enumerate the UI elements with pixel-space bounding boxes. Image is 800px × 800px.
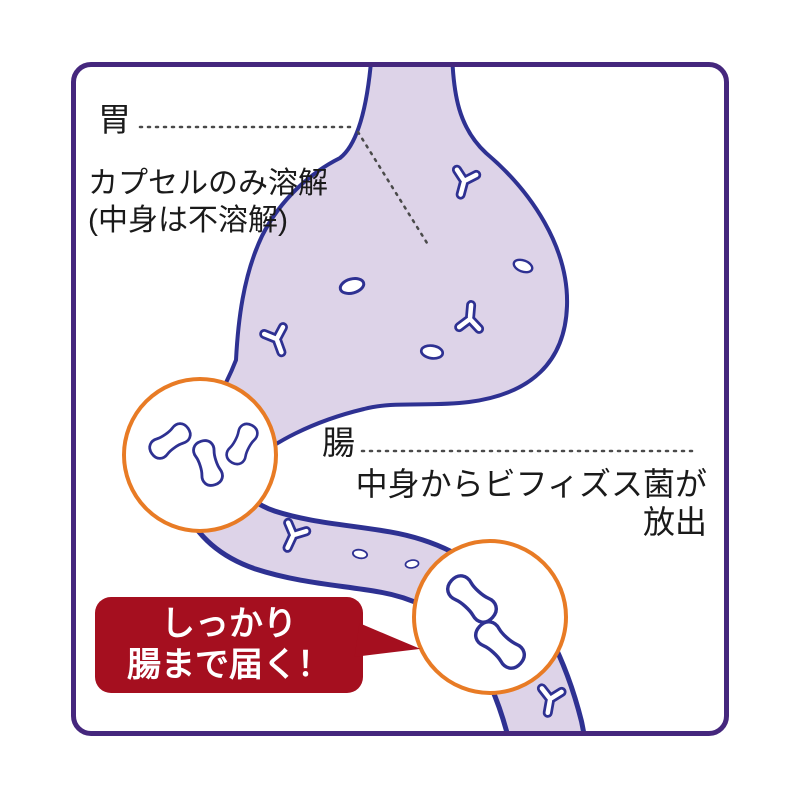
stomach-note-line1: カプセルのみ溶解 bbox=[88, 167, 328, 200]
intestine-note: 中身からビフィズス菌が 放出 bbox=[315, 465, 707, 541]
diagram-frame bbox=[71, 62, 729, 736]
callout-text-line2: 腸まで届く！ bbox=[127, 646, 331, 684]
callout-text-line1: しっかり bbox=[161, 604, 297, 643]
intestine-note-line1: 中身からビフィズス菌が bbox=[355, 466, 707, 502]
stomach-label: 胃 bbox=[98, 101, 131, 138]
callout-bubble: しっかり 腸まで届く！ bbox=[95, 597, 423, 693]
stomach-leader-line-diagonal bbox=[356, 130, 429, 245]
intestine-label: 腸 bbox=[322, 424, 355, 461]
stomach-note: カプセルのみ溶解 (中身は不溶解) bbox=[88, 165, 328, 239]
intestine-note-line2: 放出 bbox=[642, 504, 707, 540]
stomach-note-line2: (中身は不溶解) bbox=[88, 204, 288, 237]
digestive-tract-illustration bbox=[122, 67, 694, 731]
